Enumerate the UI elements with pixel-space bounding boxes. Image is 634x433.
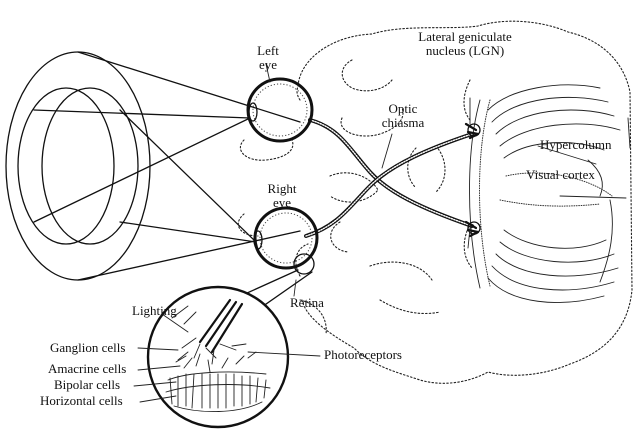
ganglion-cells-label: Ganglion cells bbox=[50, 341, 125, 355]
amacrine-cells-label: Amacrine cells bbox=[48, 362, 126, 376]
visual-cortex-pointer-line bbox=[560, 196, 626, 198]
horizontal-cells-label: Horizontal cells bbox=[40, 394, 123, 408]
optic-pathways bbox=[306, 120, 472, 236]
ray-cross-d bbox=[120, 222, 256, 242]
visual-cortex-folds bbox=[470, 85, 621, 302]
visual-field bbox=[6, 52, 150, 280]
retina-label: Retina bbox=[290, 296, 324, 310]
lighting-label: Lighting bbox=[132, 304, 177, 318]
lgn-label: Lateral geniculate nucleus (LGN) bbox=[400, 30, 530, 57]
optic-chiasma-label: Optic chiasma bbox=[375, 102, 431, 129]
lgn-structures bbox=[466, 98, 480, 248]
ray-bottom-to-right-eye bbox=[78, 231, 300, 280]
left-eye-label: Left eye bbox=[250, 44, 286, 71]
visual-cortex-label: Visual cortex bbox=[526, 168, 595, 182]
chiasma-pointer bbox=[382, 134, 392, 168]
bipolar-cells-label: Bipolar cells bbox=[54, 378, 120, 392]
retina-pointer bbox=[294, 280, 296, 296]
right-eye-shape bbox=[254, 208, 317, 274]
left-eye-shape bbox=[248, 79, 312, 141]
right-eye-label: Right eye bbox=[262, 182, 302, 209]
photoreceptors-label: Photoreceptors bbox=[324, 348, 402, 362]
ray-cross-b bbox=[34, 118, 250, 222]
visual-field-outer bbox=[6, 52, 150, 280]
hypercolumn-label: Hypercolumn bbox=[540, 138, 611, 152]
cortex-edge-line bbox=[628, 118, 630, 148]
